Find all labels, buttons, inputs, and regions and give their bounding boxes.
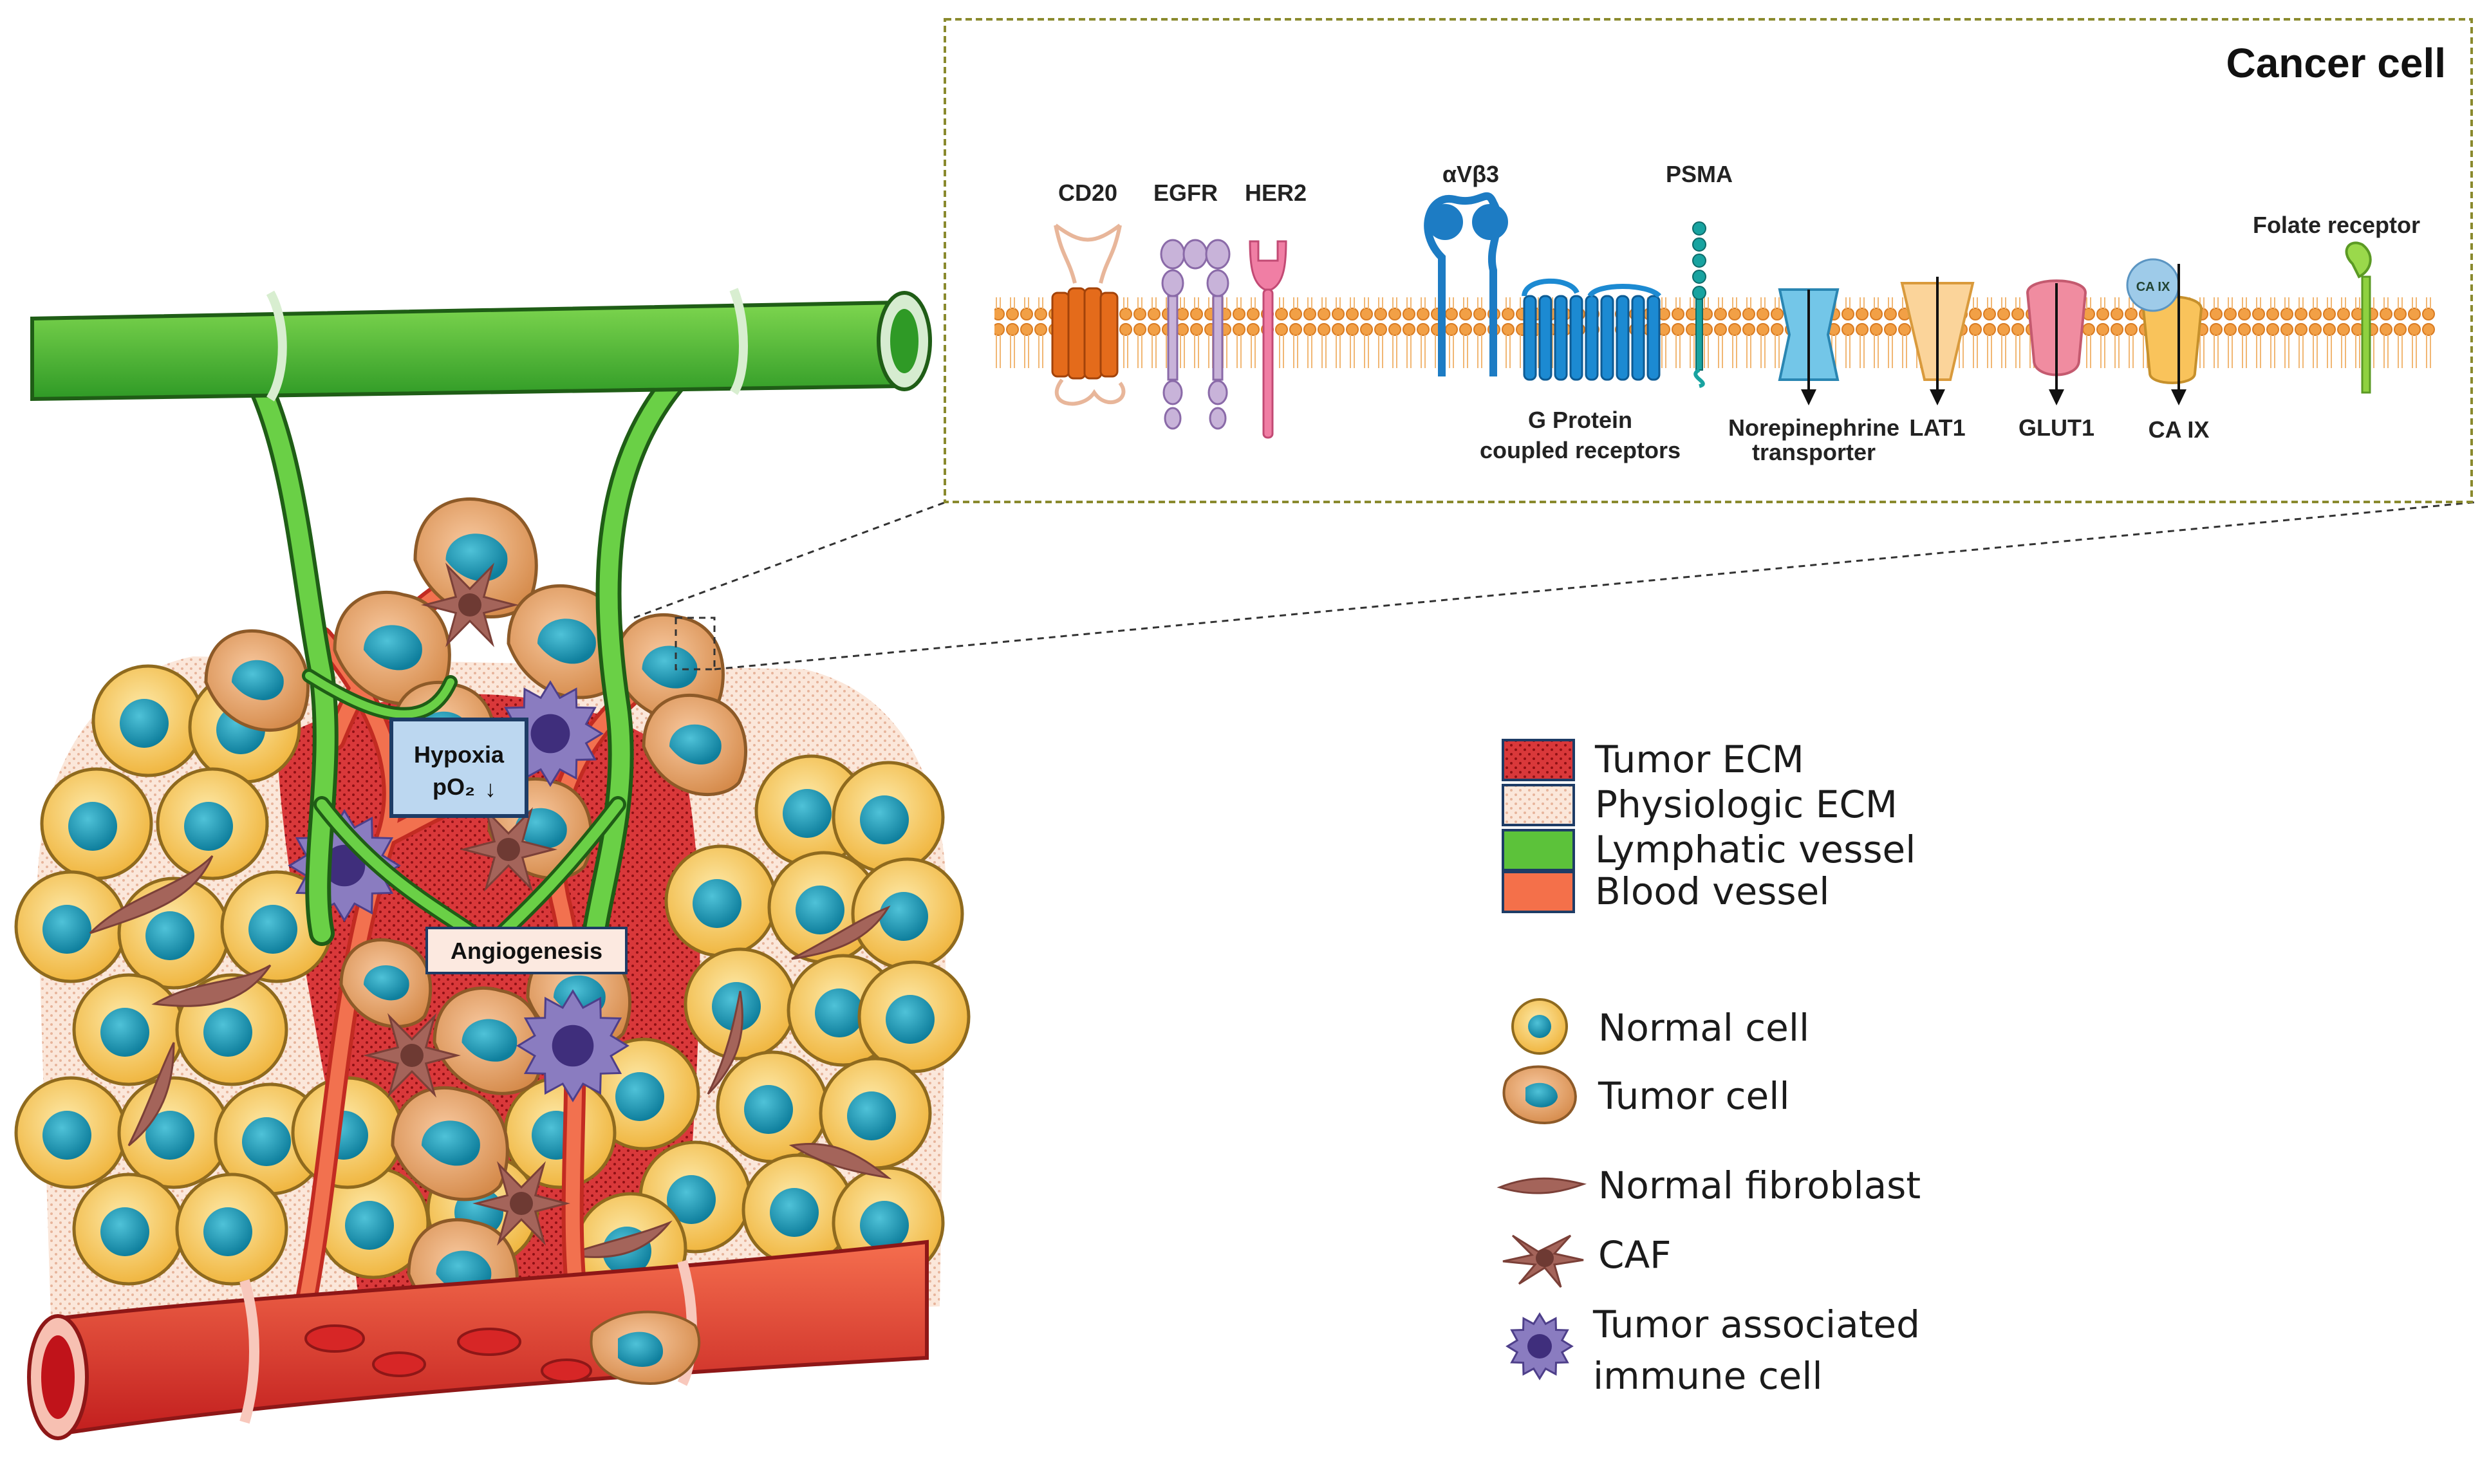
norepinephrine-transporter (1778, 288, 1840, 405)
avb3-label: αVβ3 (1442, 161, 1499, 187)
tumor-cell-in-vessel (590, 1310, 701, 1386)
glut1-label: GLUT1 (2018, 414, 2094, 441)
psma-receptor (1692, 221, 1706, 388)
tumor-cell (339, 938, 433, 1028)
inset-title: Cancer cell (2226, 40, 2446, 86)
svg-text:Blood vessel: Blood vessel (1595, 869, 1829, 913)
caf (460, 807, 557, 892)
normal-cell (664, 844, 778, 958)
net-label-line1: Norepinephrine (1728, 414, 1899, 441)
hypoxia-box: Hypoxia pO₂ ↓ (389, 718, 528, 818)
svg-text:Lymphatic vessel: Lymphatic vessel (1595, 828, 1916, 871)
legend-immune-cell: Tumor associated immune cell (1506, 1303, 1920, 1398)
glut1-transporter (2026, 279, 2087, 405)
folate-receptor (2345, 241, 2372, 394)
normal-cell (14, 870, 127, 983)
svg-text:Tumor associated: Tumor associated (1592, 1303, 1920, 1346)
normal-cell (156, 767, 269, 880)
normal-cell (503, 1076, 617, 1189)
caf (421, 562, 519, 647)
tumor-cell (507, 584, 625, 700)
normal-cell (91, 664, 205, 777)
svg-text:Normal cell: Normal cell (1598, 1006, 1809, 1050)
blood-vessel-tube (27, 1239, 929, 1440)
legend-lymphatic-vessel: Lymphatic vessel (1502, 828, 1916, 871)
lymphatic-vessels (238, 354, 689, 965)
avb3-integrin (1424, 192, 1508, 376)
egfr-receptor (1160, 239, 1231, 430)
normal-cells (14, 664, 971, 1305)
tumor-cell (333, 590, 451, 706)
caix-badge-label: CA IX (2136, 280, 2170, 294)
svg-text:CAF: CAF (1598, 1233, 1672, 1277)
normal-cell (832, 761, 945, 874)
legend-normal-fibroblast: Normal fibroblast (1496, 1164, 1921, 1207)
cancer-cell-inset: Cancer cell CD20 EGFR (944, 18, 2473, 503)
tumor-cell (642, 693, 747, 796)
tumor-tissue: Hypoxia pO₂ ↓ Angiogenesis (14, 288, 971, 1440)
svg-text:immune cell: immune cell (1593, 1354, 1823, 1398)
legend-physiologic-ecm: Physiologic ECM (1502, 783, 1897, 826)
legend-immune-icon (1506, 1312, 1574, 1380)
caf (472, 1161, 570, 1246)
angiogenesis-label: Angiogenesis (451, 938, 602, 964)
g-protein-coupled-receptors (1522, 278, 1661, 381)
legend-blood-vessel: Blood vessel (1502, 869, 1829, 913)
legend-caf: CAF (1502, 1233, 1672, 1288)
svg-text:Physiologic ECM: Physiologic ECM (1595, 783, 1897, 826)
normal-cell (851, 857, 964, 970)
legend-tumor-ecm: Tumor ECM (1502, 737, 1804, 781)
normal-fibroblasts (89, 855, 892, 1258)
immune-cell (516, 989, 629, 1102)
hypoxia-label: Hypoxia (414, 741, 505, 768)
legend-tumor-cell: Tumor cell (1502, 1065, 1789, 1125)
lat1-transporter (1900, 277, 1975, 405)
po2-label: pO₂ (433, 774, 475, 800)
caix-label: CA IX (2149, 416, 2210, 443)
gpcr-label-line1: G Protein (1528, 407, 1632, 433)
normal-cell (857, 960, 971, 1073)
cd20-receptor (1051, 223, 1126, 406)
normal-cell (819, 1057, 932, 1170)
cancer-associated-fibroblasts (363, 562, 570, 1246)
svg-text:Tumor ECM: Tumor ECM (1594, 737, 1804, 781)
normal-cell (317, 1166, 430, 1279)
lymphatic-vessel-tube (30, 288, 932, 402)
normal-cell (40, 767, 153, 880)
cd20-label: CD20 (1058, 180, 1117, 206)
normal-cell (14, 1076, 127, 1189)
cell-membrane (994, 297, 2436, 368)
normal-cell (291, 1076, 404, 1189)
her2-receptor (1249, 240, 1287, 439)
normal-cell (72, 1173, 185, 1286)
her2-label: HER2 (1245, 180, 1307, 206)
legend-normal-cell: Normal cell (1511, 998, 1809, 1055)
caf (363, 1013, 461, 1098)
lat1-label: LAT1 (1909, 414, 1965, 441)
normal-cell (175, 1173, 288, 1286)
angiogenesis-box: Angiogenesis (425, 927, 628, 974)
svg-text:Tumor cell: Tumor cell (1598, 1074, 1789, 1118)
egfr-label: EGFR (1153, 180, 1218, 206)
folate-receptor-label: Folate receptor (2253, 212, 2420, 238)
tumor-cell (391, 1086, 509, 1201)
net-label-line2: transporter (1752, 439, 1876, 465)
zoom-callout-lines (633, 501, 2479, 671)
tumor-cell (413, 497, 538, 618)
psma-label: PSMA (1666, 161, 1733, 187)
gpcr-label-line2: coupled receptors (1480, 437, 1681, 463)
decrease-arrow: ↓ (485, 775, 496, 802)
svg-text:Normal fibroblast: Normal fibroblast (1598, 1164, 1921, 1207)
caix-enzyme: CA IX (2126, 258, 2203, 405)
legend: Tumor ECM Physiologic ECM Lymphatic vess… (1496, 737, 1921, 1398)
